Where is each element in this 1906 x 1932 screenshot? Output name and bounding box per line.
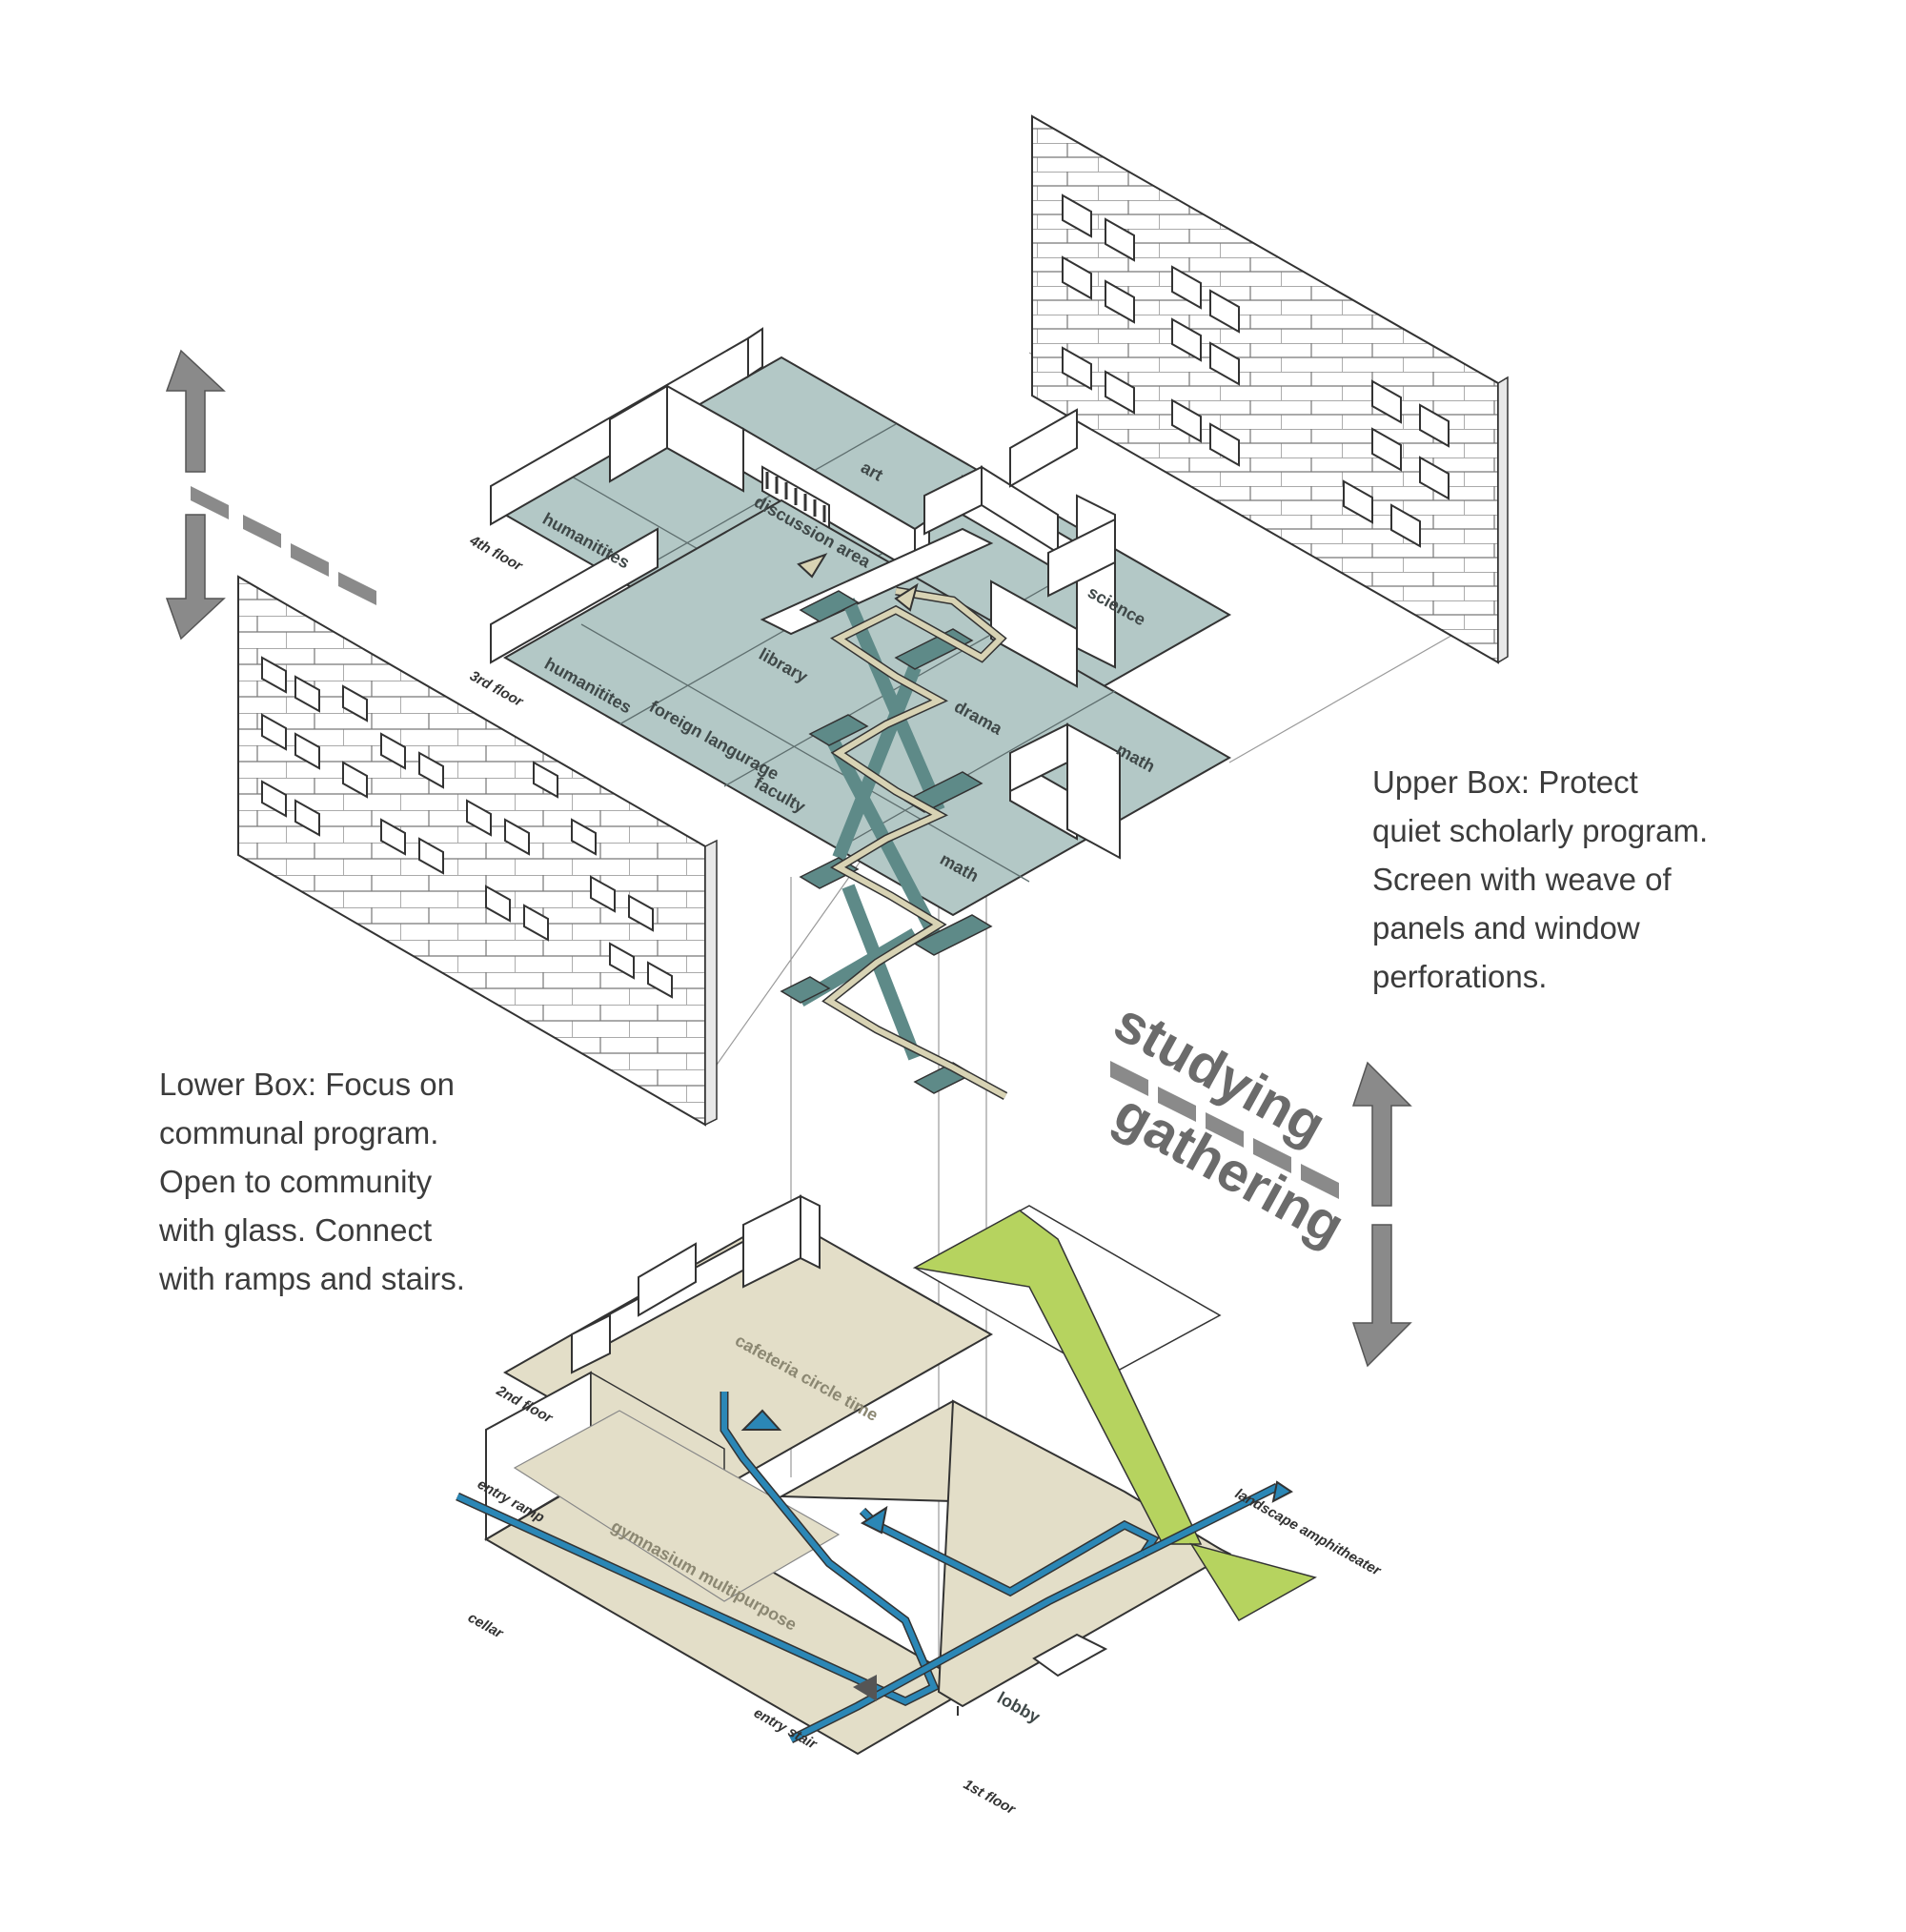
upper-screen-wall-right: [1031, 114, 1509, 664]
floor-label-third: 3rd floor: [467, 668, 526, 711]
dash-line-upper-left: [191, 486, 376, 605]
floor-label-cellar: cellar: [465, 1610, 507, 1642]
floor-label-fourth: 4th floor: [466, 532, 526, 575]
stair-tower: [760, 527, 1008, 1100]
floor-label-first: 1st floor: [961, 1777, 1019, 1819]
blue-circulation-route: [456, 1392, 1293, 1744]
third-floor-plate: [490, 498, 1232, 917]
upper-box-note: Upper Box: Protect quiet scholarly progr…: [1372, 764, 1709, 994]
dash-line-lower-right: [1110, 1061, 1339, 1199]
lower-box-note: Lower Box: Focus on communal program. Op…: [159, 1067, 465, 1296]
double-arrow-lower-right: [1351, 1061, 1412, 1368]
upper-screen-wall-left: [237, 575, 718, 1127]
room-label-lobby: lobby: [994, 1688, 1044, 1727]
double-arrow-upper-left: [165, 349, 226, 641]
